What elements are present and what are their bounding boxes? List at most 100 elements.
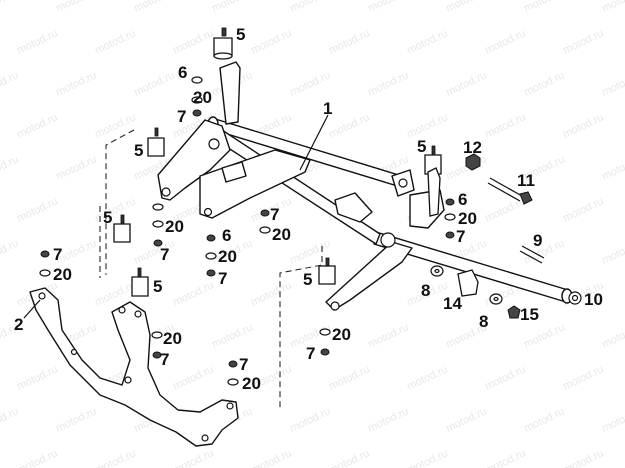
watermark-text: motod.ru xyxy=(561,111,605,140)
callout-15: 15 xyxy=(520,305,539,324)
watermark-text: motod.ru xyxy=(288,69,332,98)
callout-7: 7 xyxy=(306,344,315,363)
watermark-text: motod.ru xyxy=(483,447,527,468)
callout-14: 14 xyxy=(443,294,462,313)
callout-20: 20 xyxy=(332,325,351,344)
callout-5: 5 xyxy=(236,25,245,44)
watermark-text: motod.ru xyxy=(483,195,527,224)
callout-7: 7 xyxy=(270,205,279,224)
watermark-text: motod.ru xyxy=(288,405,332,434)
watermark-text: motod.ru xyxy=(327,447,371,468)
watermark-text: motod.ru xyxy=(0,237,21,266)
watermark-text: motod.ru xyxy=(15,363,59,392)
watermark-text: motod.ru xyxy=(93,111,137,140)
watermark-text: motod.ru xyxy=(15,195,59,224)
callout-9: 9 xyxy=(533,231,542,250)
watermark-text: motod.ru xyxy=(600,69,625,98)
mount-top xyxy=(213,27,233,60)
watermark-text: motod.ru xyxy=(288,0,332,15)
callout-7: 7 xyxy=(160,245,169,264)
callout-20: 20 xyxy=(53,265,72,284)
watermark-text: motod.ru xyxy=(210,0,254,15)
watermark-text: motod.ru xyxy=(405,27,449,56)
callout-8: 8 xyxy=(479,312,488,331)
watermark-text: motod.ru xyxy=(171,27,215,56)
watermark-text: motod.ru xyxy=(0,405,21,434)
watermark-text: motod.ru xyxy=(600,321,625,350)
watermark-text: motod.ru xyxy=(54,153,98,182)
dashed-leaders xyxy=(99,129,323,410)
watermark-text: motod.ru xyxy=(444,0,488,15)
watermark-text: motod.ru xyxy=(327,111,371,140)
watermark-text: motod.ru xyxy=(15,27,59,56)
callout-5: 5 xyxy=(303,270,312,289)
watermark-text: motod.ru xyxy=(15,111,59,140)
callout-8: 8 xyxy=(421,281,430,300)
callout-20: 20 xyxy=(163,329,182,348)
watermark-text: motod.ru xyxy=(171,447,215,468)
callout-7: 7 xyxy=(177,107,186,126)
callout-20: 20 xyxy=(272,225,291,244)
subframe-plate xyxy=(29,287,239,447)
watermark-text: motod.ru xyxy=(249,279,293,308)
callout-leaders xyxy=(23,114,329,319)
watermark-text: motod.ru xyxy=(327,363,371,392)
rubber-mounts xyxy=(113,27,442,297)
callout-5: 5 xyxy=(417,137,426,156)
watermark-text: motod.ru xyxy=(405,447,449,468)
watermark-text: motod.ru xyxy=(366,321,410,350)
callout-7: 7 xyxy=(239,355,248,374)
watermark-text: motod.ru xyxy=(444,405,488,434)
callout-6: 6 xyxy=(458,190,467,209)
main-frame xyxy=(157,61,573,311)
callout-7: 7 xyxy=(160,350,169,369)
watermark-text: motod.ru xyxy=(561,195,605,224)
watermark-text: motod.ru xyxy=(15,447,59,468)
watermark-text: motod.ru xyxy=(522,0,566,15)
callout-12: 12 xyxy=(463,138,482,157)
watermark-text: motod.ru xyxy=(366,69,410,98)
watermark-text: motod.ru xyxy=(600,0,625,15)
watermark-text: motod.ru xyxy=(54,405,98,434)
callout-20: 20 xyxy=(193,88,212,107)
watermark-text: motod.ru xyxy=(522,321,566,350)
washers-and-nuts xyxy=(39,76,456,386)
callout-10: 10 xyxy=(584,290,603,309)
watermark-text: motod.ru xyxy=(0,153,21,182)
watermark-text: motod.ru xyxy=(522,237,566,266)
watermark-text: motod.ru xyxy=(327,27,371,56)
callout-6: 6 xyxy=(222,226,231,245)
watermark-text: motod.ru xyxy=(600,153,625,182)
watermark-text: motod.ru xyxy=(561,27,605,56)
callout-1: 1 xyxy=(323,99,332,118)
watermark-text: motod.ru xyxy=(249,27,293,56)
watermark-text: motod.ru xyxy=(522,69,566,98)
watermark-text: motod.ru xyxy=(249,447,293,468)
watermark-text: motod.ru xyxy=(54,0,98,15)
right-hardware xyxy=(427,153,582,319)
callout-5: 5 xyxy=(134,141,143,160)
watermark-text: motod.ru xyxy=(93,447,137,468)
watermark-text: motod.ru xyxy=(405,363,449,392)
callout-7: 7 xyxy=(53,245,62,264)
watermark-text: motod.ru xyxy=(93,27,137,56)
callout-7: 7 xyxy=(218,269,227,288)
watermark-text: motod.ru xyxy=(483,111,527,140)
watermark-text: motod.ru xyxy=(444,69,488,98)
watermark-text: motod.ru xyxy=(405,111,449,140)
watermark-text: motod.ru xyxy=(171,363,215,392)
watermark-text: motod.ru xyxy=(366,405,410,434)
watermark-text: motod.ru xyxy=(54,69,98,98)
watermark-text: motod.ru xyxy=(171,279,215,308)
watermark-text: motod.ru xyxy=(600,405,625,434)
callout-5: 5 xyxy=(153,277,162,296)
callout-labels: 1 2 5 5 5 5 5 5 6 6 6 7 7 7 7 7 7 7 7 7 … xyxy=(14,25,603,393)
watermark-text: motod.ru xyxy=(0,69,21,98)
callout-20: 20 xyxy=(218,247,237,266)
callout-7: 7 xyxy=(456,227,465,246)
callout-5: 5 xyxy=(103,208,112,227)
callout-20: 20 xyxy=(458,209,477,228)
watermark-text: motod.ru xyxy=(561,363,605,392)
